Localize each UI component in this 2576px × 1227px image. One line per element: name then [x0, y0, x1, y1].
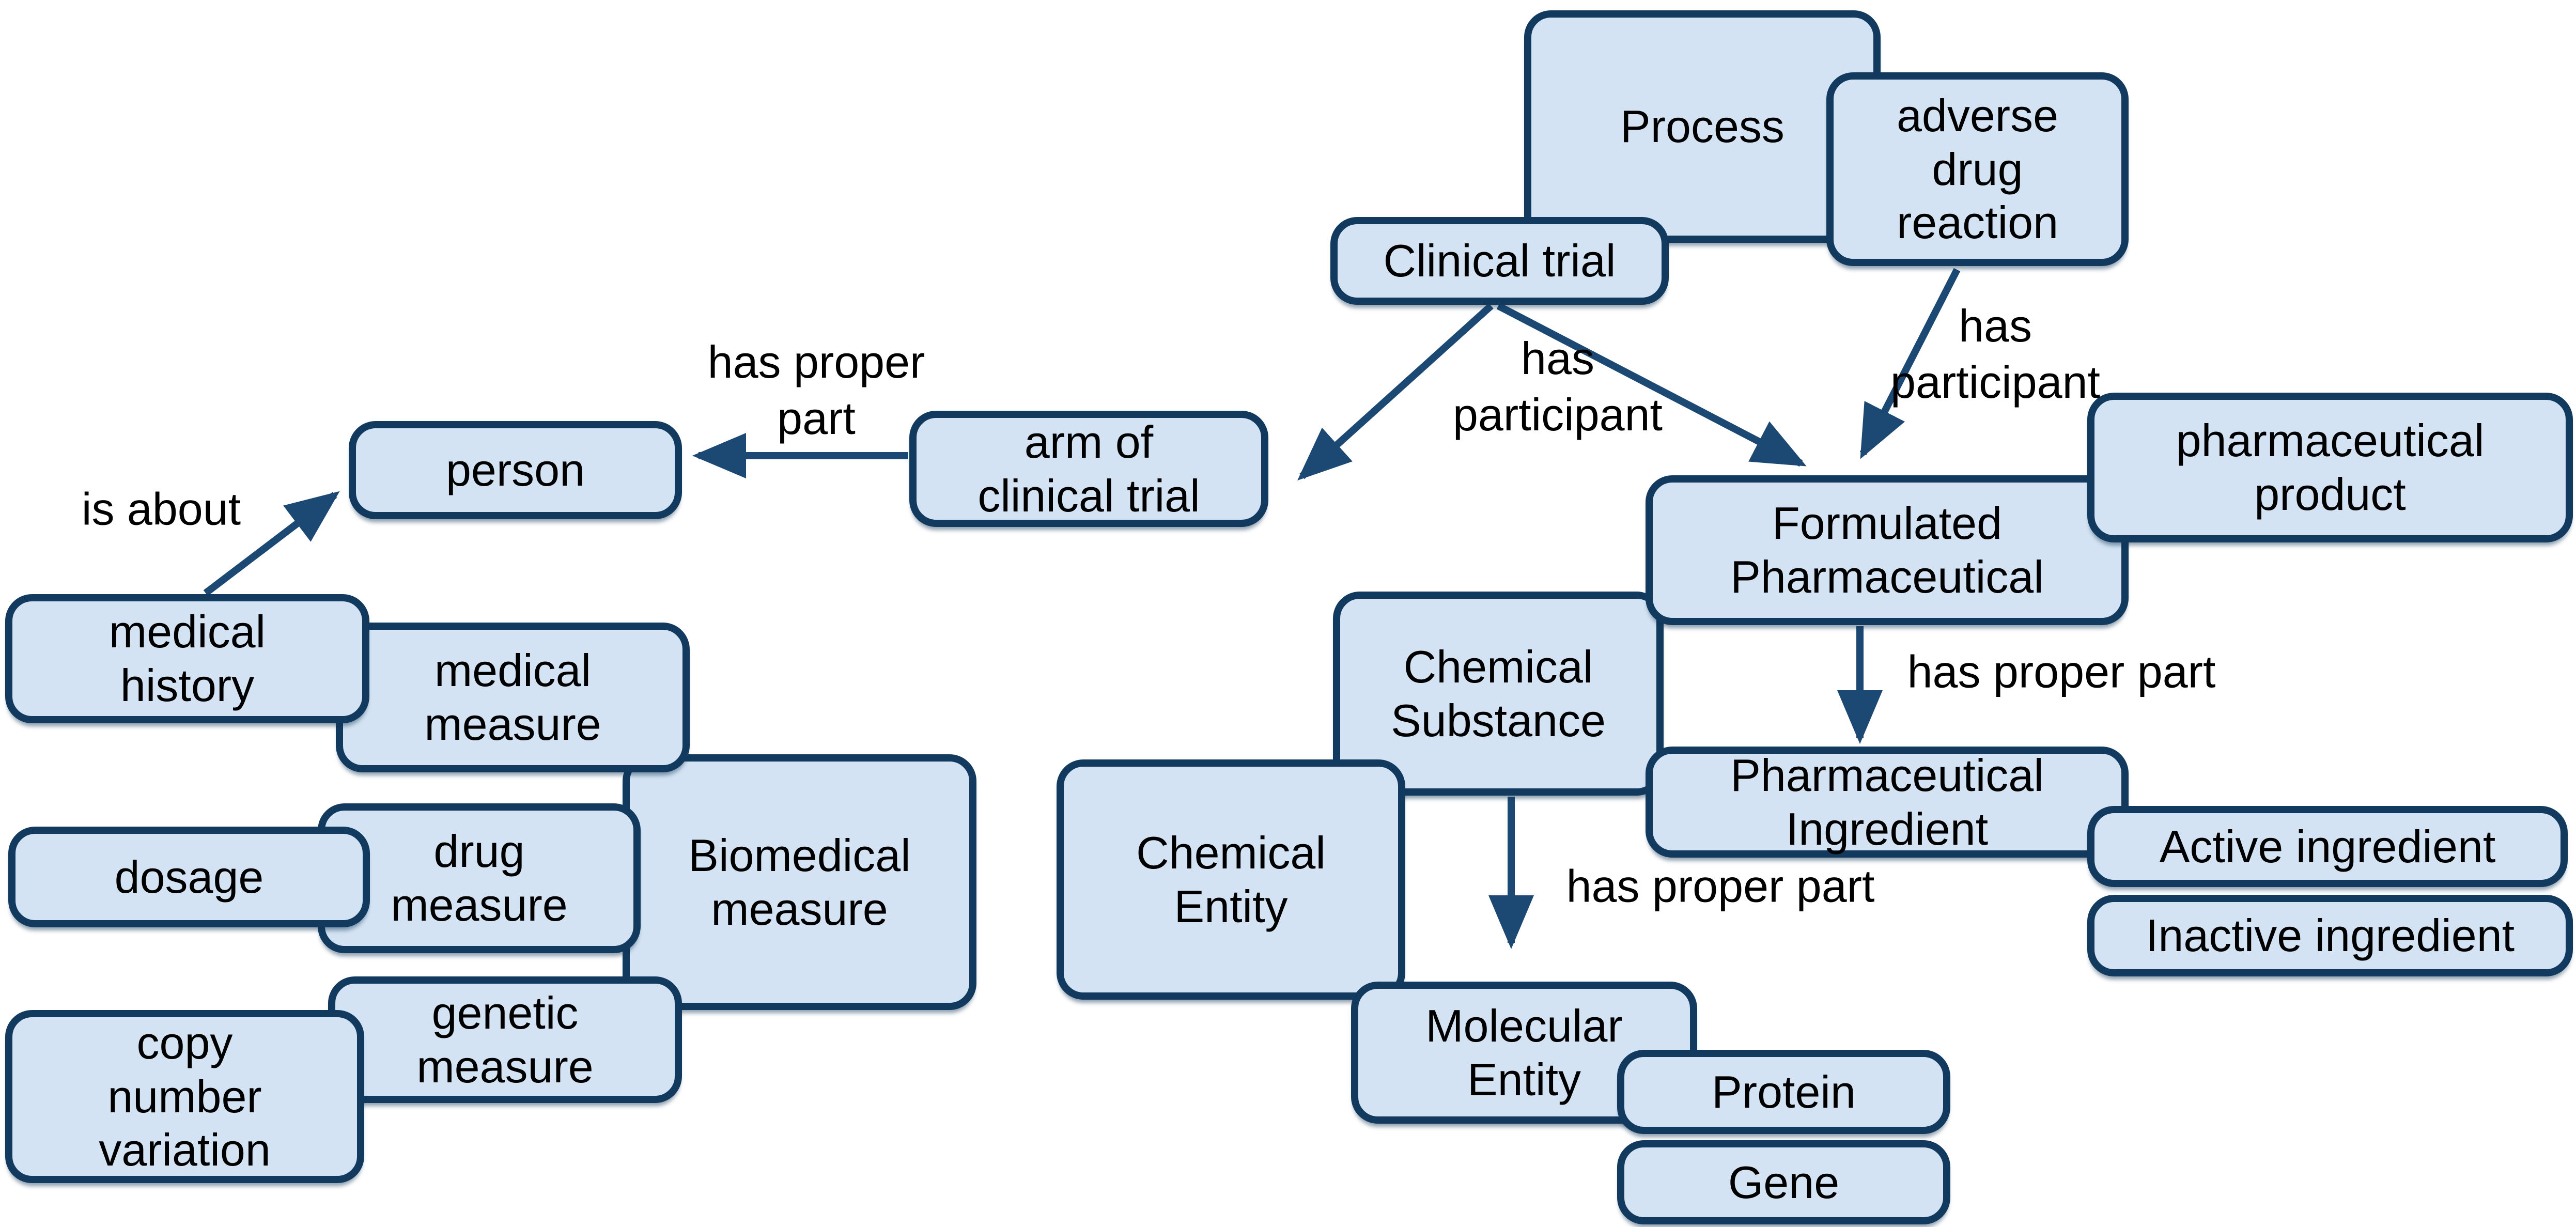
node-molecular-entity: Molecular Entity	[1351, 982, 1697, 1124]
node-adverse-drug-reaction: adverse drug reaction	[1826, 72, 2129, 266]
node-arm-of-clinical-trial: arm of clinical trial	[909, 411, 1268, 527]
node-clinical-trial: Clinical trial	[1330, 217, 1669, 305]
node-inactive-ingredient: Inactive ingredient	[2087, 895, 2573, 976]
edge-clinical-trial-to-formulated	[1496, 302, 1807, 467]
node-pharmaceutical-ingredient: Pharmaceutical Ingredient	[1646, 747, 2129, 858]
node-drug-measure: drug measure	[318, 803, 641, 953]
node-copy-number-variation: copy number variation	[5, 1010, 364, 1183]
node-chemical-substance: Chemical Substance	[1333, 592, 1664, 796]
edge-clinical-trial-to-arm	[1297, 303, 1494, 481]
node-person: person	[349, 421, 682, 519]
node-active-ingredient: Active ingredient	[2087, 806, 2568, 887]
edge-label-has-proper-part-left: has proper part	[707, 336, 925, 444]
node-pharmaceutical-product: pharmaceutical product	[2087, 393, 2573, 542]
edge-label-has-participant-right: has participant	[1890, 300, 2101, 408]
node-medical-history: medical history	[5, 594, 369, 723]
node-medical-measure: medical measure	[336, 623, 690, 772]
node-formulated-pharmaceutical: Formulated Pharmaceutical	[1646, 475, 2129, 625]
node-biomedical-measure: Biomedical measure	[623, 754, 976, 1010]
edge-adverse-to-formulated	[1859, 268, 1961, 459]
edge-label-has-proper-part-right: has proper part	[1907, 646, 2216, 697]
node-dosage: dosage	[8, 827, 370, 927]
edge-label-has-proper-part-bottom: has proper part	[1566, 860, 1875, 912]
edge-label-has-participant-center: has participant	[1452, 332, 1663, 440]
node-genetic-measure: genetic measure	[328, 976, 682, 1103]
node-gene: Gene	[1617, 1140, 1950, 1224]
node-protein: Protein	[1617, 1050, 1950, 1134]
edge-label-is-about: is about	[81, 483, 241, 535]
node-chemical-entity: Chemical Entity	[1057, 759, 1405, 1000]
edge-medical-history-to-person	[203, 491, 340, 596]
